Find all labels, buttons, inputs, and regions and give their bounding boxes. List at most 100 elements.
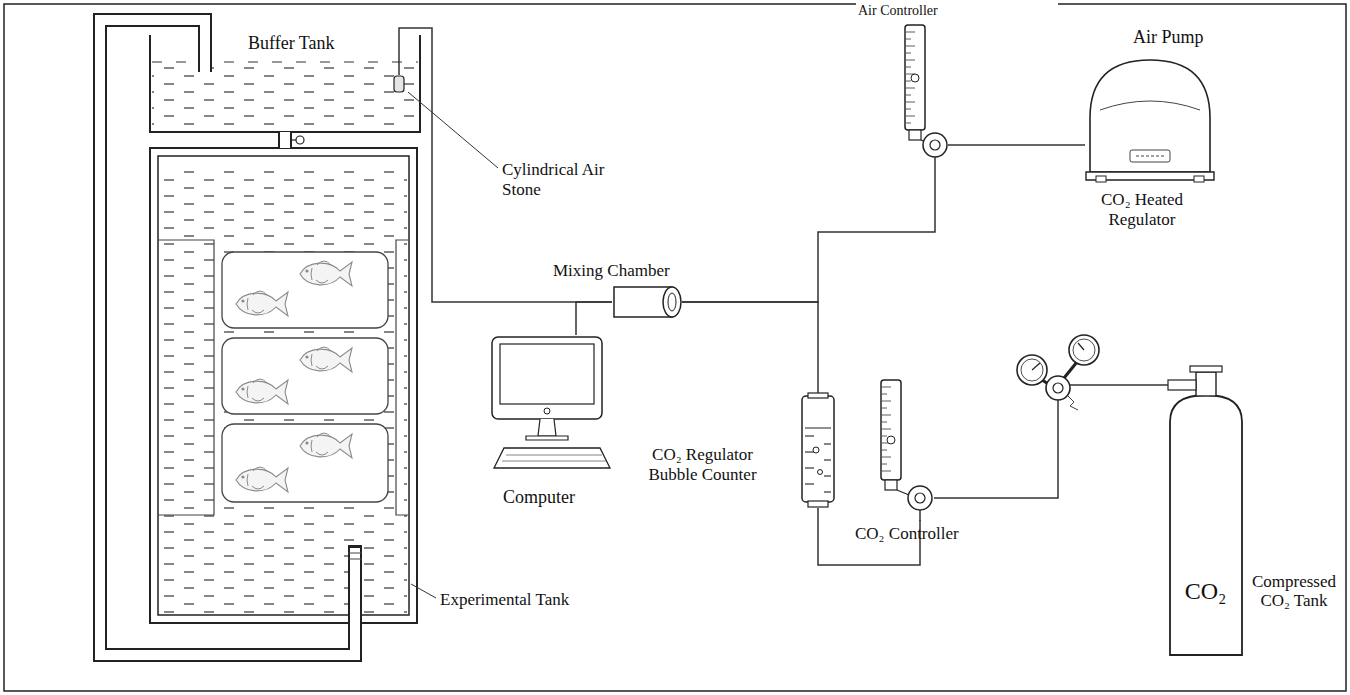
component-label: CO₂ Heated Regulator [1090,190,1194,229]
component-label: CO₂ Controller [855,524,959,544]
heated-regulator-part [1064,362,1077,378]
air-stone-part [408,92,498,168]
component-label: Buffer Tank [248,33,335,54]
co2-flowmeter-part [897,490,909,495]
component-label: Cylindrical Air Stone [502,160,620,199]
pipe-valve [292,136,304,144]
experimental-tank-part [170,637,200,638]
figure-frame [4,4,1346,691]
component-label: Air Pump [1133,27,1204,48]
scale-tick [906,102,915,103]
line-path [576,302,612,335]
heated-regulator [1017,335,1104,412]
gas-line [948,145,1085,146]
experimental-tank-part [300,433,352,458]
component-label: Compressed CO₂ Tank [1248,572,1340,611]
experimental-tank-part [160,168,407,613]
scale-tick [906,123,911,124]
line-path [948,144,1085,146]
scale-tick [906,88,915,89]
computer-part [502,455,606,461]
line-path [1104,384,1168,386]
co2-flowmeter-part [881,380,901,480]
scale-tick [906,32,915,33]
regulator-node: CO₂ Heated Regulator [1012,332,1104,412]
component-label: Experimental Tank [440,590,569,610]
co2-flowmeter-part [919,510,921,521]
gas-line [576,302,612,335]
scale-tick [882,436,887,437]
heated-regulator-part [1057,400,1059,412]
heated-regulator-part [1078,343,1084,350]
bubble-counter-part [813,447,819,453]
heated-regulator-part [1021,359,1043,381]
air-pump [1086,60,1214,182]
experimental-tank-part [300,261,352,286]
component-label: Mixing Chamber [553,261,670,281]
bubble-counter [802,393,834,507]
bubble-counter-part [805,428,831,429]
experimental-tank-part [236,467,288,492]
co2-flowmeter [881,380,932,521]
experimental-tank-part [222,252,388,328]
gas-line [682,157,935,302]
scale-tick [882,471,891,472]
air-flowmeter-part [905,25,925,130]
tank-node: Experimental Tank [150,148,417,623]
buffer-tank-part [152,62,418,63]
component-label: Air Controller [858,3,938,19]
scale-tick [882,408,887,409]
pipe-bore [100,20,355,655]
scale-tick [906,95,911,96]
chamber-node: Mixing Chamber [612,285,682,319]
computer-node: Computer [490,335,612,475]
bubble-counter-node: CO₂ Regulator Bubble Counter [800,393,836,508]
scale-tick [906,109,911,110]
scale-tick [882,422,887,423]
bubble-counter-part [808,501,828,507]
heated-regulator-part [1073,339,1095,361]
gas-line [682,302,818,393]
tank-node: Buffer TankCylindrical Air Stone [150,35,420,132]
computer-part [492,337,602,419]
computer-part [544,408,550,414]
co2-flowmeter-part [885,480,897,490]
air-flowmeter-part [930,140,940,150]
mixing-chamber [614,287,681,317]
co2-flowmeter-part [908,486,932,510]
scale-tick [906,60,915,61]
air-stone-node: Cylindrical Air Stone [393,75,405,93]
scale-tick [906,53,911,54]
air-pump-part [1136,156,1164,157]
scale-tick [882,429,891,430]
pipe-valve-part [296,136,304,144]
air-pump-part [1090,60,1210,172]
pipe-wall [278,132,292,148]
gas-line [934,412,1058,498]
co2-flowmeter-part [915,493,925,503]
gas-cylinder-part [1190,366,1222,372]
water-pipe [100,20,355,655]
mixing-chamber-part [668,293,676,311]
air-pump-part [1096,176,1106,182]
gas-line [1104,385,1168,386]
experimental-tank-part [348,553,362,554]
buffer-tank-part [200,35,210,74]
bubble-counter-part [802,396,834,502]
experimental-tank-part [222,338,388,414]
component-label: CO₂ Regulator Bubble Counter [635,445,770,484]
flowmeter-node: CO₂ Controller [876,378,934,520]
line-path [682,157,935,302]
scale-tick [906,116,915,117]
water-pipe [285,132,286,148]
flowmeter-node: Air Controller [900,22,948,157]
gas-cylinder-part [1168,380,1196,390]
air-flowmeter-part [911,74,919,82]
buffer-tank-part [152,62,418,130]
co2-flowmeter-part [887,436,895,444]
heated-regulator-part [1053,383,1063,393]
scale-tick [906,39,911,40]
gas-cylinder-node: CO₂Compressed CO₂ Tank [1168,365,1243,660]
heated-regulator-part [1046,376,1070,400]
